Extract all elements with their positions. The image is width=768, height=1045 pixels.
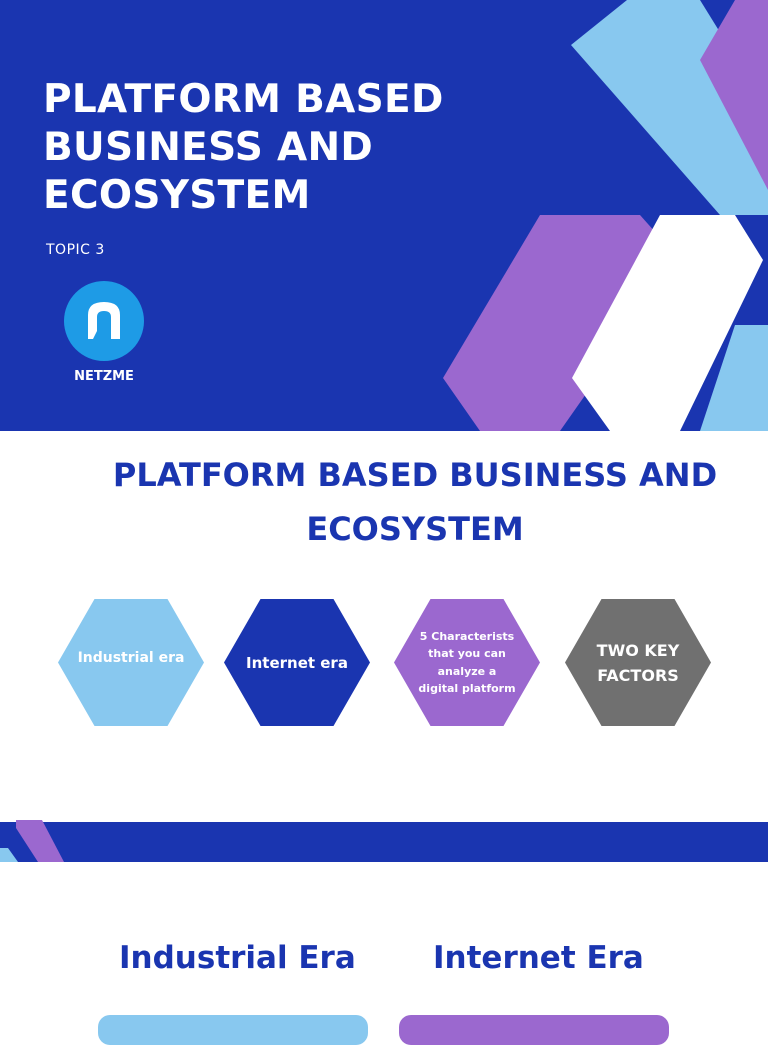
hexagon-label: Industrial era [78, 650, 185, 666]
deco-purple-band-top [700, 0, 768, 190]
overview-title: PLATFORM BASED BUSINESS AND ECOSYSTEM [60, 448, 768, 556]
hexagon-label: TWO KEY FACTORS [597, 638, 680, 688]
cover-title: PLATFORM BASED BUSINESS AND ECOSYSTEM [43, 76, 483, 220]
overview-title-line-1: PLATFORM BASED BUSINESS AND [112, 456, 718, 494]
hexagon-line: analyze a [437, 664, 497, 678]
industrial-era-box [98, 1015, 368, 1045]
hexagon-label: 5 Characterists that you can analyze a d… [418, 628, 515, 698]
cover-title-line-2: BUSINESS AND [43, 125, 374, 170]
band-purple-stripe [16, 820, 64, 862]
cover-title-line-1: PLATFORM BASED [43, 77, 444, 122]
topic-label: TOPIC 3 [46, 242, 105, 258]
section-header-band [0, 820, 768, 862]
cover-slide: PLATFORM BASED BUSINESS AND ECOSYSTEM TO… [0, 0, 768, 431]
internet-era-heading: Internet Era [433, 940, 644, 976]
industrial-era-heading: Industrial Era [119, 940, 356, 976]
hexagon-5-characteristics[interactable]: 5 Characterists that you can analyze a d… [394, 599, 540, 726]
hexagon-line: TWO KEY [596, 640, 680, 660]
band-light-blue-stripe [0, 848, 18, 862]
netzme-logo-icon [88, 302, 120, 339]
decorative-shapes [443, 0, 768, 431]
hexagon-line: 5 Characterists [419, 629, 515, 643]
deco-white-band [572, 215, 763, 431]
internet-era-box [399, 1015, 669, 1045]
deco-light-blue-band-lower [700, 325, 768, 431]
hexagon-line: Industrial era [77, 649, 185, 666]
logo-text: NETZME [74, 369, 134, 384]
band-top-line [0, 820, 768, 822]
hexagon-internet-era[interactable]: Internet era [224, 599, 370, 726]
band-fill [0, 820, 768, 862]
hexagon-industrial-era[interactable]: Industrial era [58, 599, 204, 726]
hexagon-line: that you can [428, 647, 506, 660]
overview-title-line-2: ECOSYSTEM [306, 510, 524, 548]
deco-purple-band-mid [443, 215, 680, 431]
hexagon-two-key-factors[interactable]: TWO KEY FACTORS [565, 599, 711, 726]
overview-slide: PLATFORM BASED BUSINESS AND ECOSYSTEM In… [0, 431, 768, 820]
eras-slide: Industrial Era Internet Era [0, 862, 768, 1045]
hexagon-line: Internet era [246, 653, 348, 672]
cover-title-line-3: ECOSYSTEM [43, 173, 311, 218]
netzme-logo [64, 281, 144, 361]
hexagon-line: digital platform [418, 682, 516, 695]
hexagon-line: FACTORS [597, 665, 679, 685]
hexagon-label: Internet era [246, 654, 348, 672]
